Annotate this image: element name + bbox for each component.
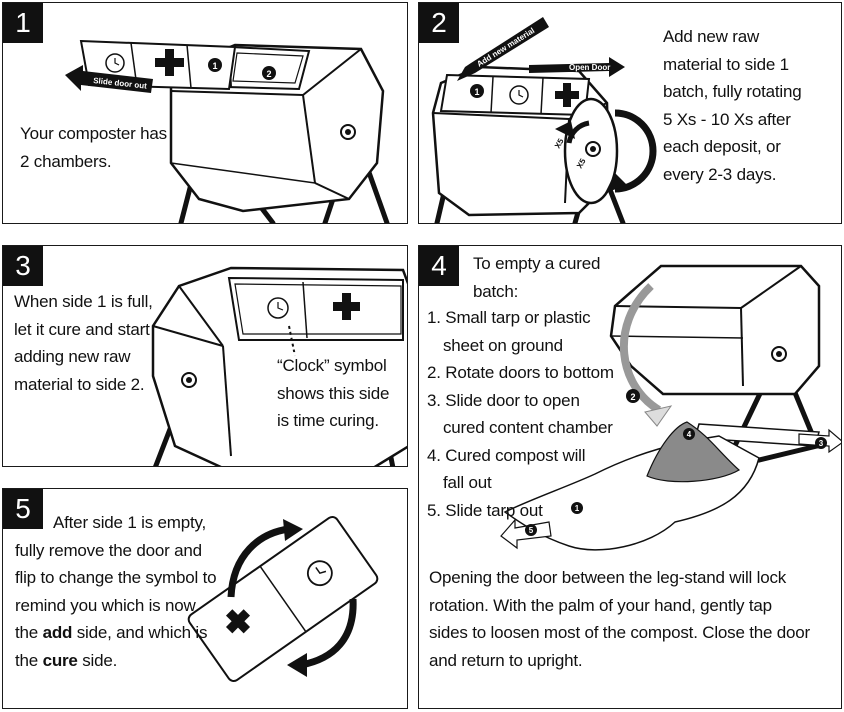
- step-item-2: 2. Rotate doors to bottom: [427, 363, 614, 382]
- step-item-1: 1. Small tarp or plastic: [427, 308, 591, 327]
- panel3-line-3: adding new raw: [14, 347, 131, 366]
- panel5-line-2: fully remove the door and: [15, 540, 202, 560]
- panel2-line-1: Add new raw: [663, 27, 760, 46]
- open-door-arrow-icon: [529, 57, 625, 77]
- panel4-heading-2: batch:: [473, 281, 519, 301]
- step-3-panel: 3 When side 1 is full, let it cure and s…: [2, 245, 408, 467]
- add-material-label: Add new material: [475, 26, 536, 69]
- emptying-illustration: 2 3 4 1 5: [500, 264, 841, 551]
- step-item-3b: cured content chamber: [443, 418, 613, 437]
- step-number: 5: [3, 489, 43, 529]
- step-item-3: 3. Slide door to open: [427, 390, 580, 410]
- door-flip-illustration: [187, 515, 379, 683]
- panel3-line-4: material to side 2.: [14, 374, 145, 394]
- step-item-4: 4. Cured compost will: [427, 445, 586, 465]
- door-label-1: 1: [474, 87, 479, 97]
- open-door-label: Open Door: [569, 63, 610, 72]
- callout-line-2: shows this side: [277, 383, 390, 403]
- add-arrow-icon: [457, 17, 549, 81]
- step-number: 2: [419, 3, 459, 43]
- panel5-line-5: the add side, and which is: [15, 623, 208, 643]
- panel2-line-4: 5 Xs - 10 Xs after: [663, 109, 791, 129]
- note-line-1: Opening the door between the leg-stand w…: [429, 568, 787, 587]
- step-5-panel: 5 After side 1 is empty, fully remove th…: [2, 488, 408, 709]
- door-label-2: 2: [266, 69, 271, 79]
- note-line-4: and return to upright.: [429, 650, 583, 670]
- step-1-panel: 1 1 2 Slide door out Your: [2, 2, 408, 224]
- panel2-line-5: each deposit, or: [663, 137, 781, 156]
- door-label-1: 1: [212, 61, 217, 71]
- rotation-label-2: X5: [575, 157, 588, 170]
- note-line-3: sides to loosen most of the compost. Clo…: [429, 623, 811, 642]
- panel2-line-2: material to side 1: [663, 54, 789, 74]
- panel2-line-6: every 2-3 days.: [663, 164, 777, 184]
- rotation-label-1: X5: [553, 137, 566, 150]
- slide-arrow-icon: [65, 65, 153, 93]
- panel3-line-1: When side 1 is full,: [14, 292, 153, 311]
- step-item-1b: sheet on ground: [443, 335, 563, 355]
- marker-2: 2: [630, 392, 635, 402]
- panel5-line-1: After side 1 is empty,: [53, 513, 207, 532]
- composter-illustration: 1 2 Slide door out: [65, 39, 390, 223]
- marker-4: 4: [687, 430, 692, 439]
- panel2-line-3: batch, fully rotating: [663, 82, 802, 101]
- marker-2: [262, 66, 276, 80]
- composter-rotating-illustration: 1 X5 X5 Add new material Open Door: [431, 17, 657, 223]
- step-item-5: 5. Slide tarp out: [427, 500, 543, 520]
- callout-line-3: is time curing.: [277, 411, 379, 430]
- panel1-line-1: Your composter has: [20, 124, 167, 143]
- panel3-line-2: let it cure and start: [14, 319, 150, 339]
- step-number: 1: [3, 3, 43, 43]
- step-number: 3: [3, 246, 43, 286]
- panel5-line-3: flip to change the symbol to: [15, 568, 217, 588]
- callout-line-1: “Clock” symbol: [277, 356, 387, 375]
- marker-1: [470, 84, 484, 98]
- step-item-4b: fall out: [443, 473, 492, 492]
- marker-1: [208, 58, 222, 72]
- marker-5: 5: [529, 526, 534, 535]
- panel1-line-2: 2 chambers.: [20, 151, 112, 171]
- step-4-panel: 4 2 3 4 1 5 T: [418, 245, 842, 709]
- marker-1: 1: [575, 504, 580, 513]
- panel5-line-4: remind you which is now: [15, 595, 196, 615]
- marker-3: 3: [819, 439, 824, 448]
- note-line-2: rotation. With the palm of your hand, ge…: [429, 595, 772, 615]
- step-number: 4: [419, 246, 459, 286]
- panel5-line-6: the cure side.: [15, 650, 118, 670]
- panel4-heading-1: To empty a cured: [473, 254, 601, 273]
- step-2-panel: 2 1 X5 X5 Add new material Open D: [418, 2, 842, 224]
